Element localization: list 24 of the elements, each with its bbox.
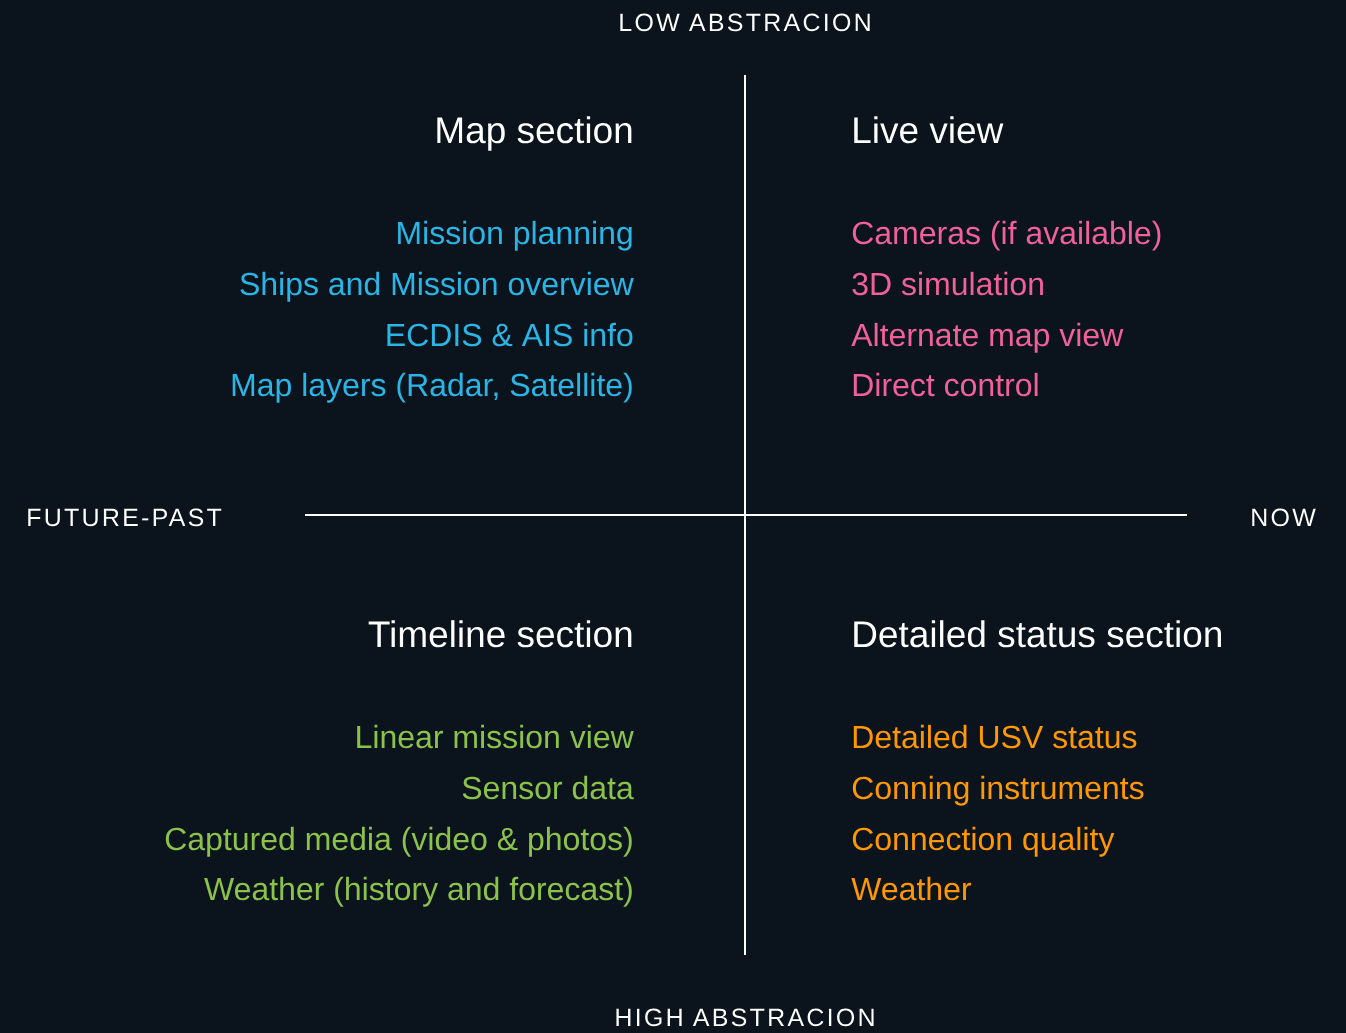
list-item: Ships and Mission overview xyxy=(240,271,634,302)
section-heading: Map section xyxy=(437,116,632,151)
list-item: Conning instruments xyxy=(852,775,1144,806)
axis-label: LOW ABSTRACION xyxy=(620,13,870,32)
list-item: Weather (history and forecast) xyxy=(204,876,632,907)
axis-label: NOW xyxy=(1252,508,1316,527)
list-item: Connection quality xyxy=(852,826,1115,857)
list-item: Sensor data xyxy=(462,775,634,800)
list-item: Cameras (if available) xyxy=(852,220,1161,251)
list-item: Direct control xyxy=(853,372,1038,397)
list-item: Map layers (Radar, Satellite) xyxy=(232,372,632,403)
axis-label: HIGH ABSTRACION xyxy=(616,1008,874,1027)
list-item: Linear mission view xyxy=(357,724,634,749)
list-item: Captured media (video & photos) xyxy=(165,826,632,857)
list-item: 3D simulation xyxy=(852,271,1043,296)
list-item: ECDIS & AIS info xyxy=(387,322,633,347)
section-heading: Timeline section xyxy=(368,620,632,648)
section-heading: Detailed status section xyxy=(854,620,1221,648)
axis-label: FUTURE-PAST xyxy=(28,508,222,527)
section-heading: Live view xyxy=(854,116,1004,144)
list-item: Weather xyxy=(851,876,971,901)
list-item: Mission planning xyxy=(398,220,632,251)
list-item: Alternate map view xyxy=(851,322,1124,353)
list-item: Detailed USV status xyxy=(853,724,1137,749)
